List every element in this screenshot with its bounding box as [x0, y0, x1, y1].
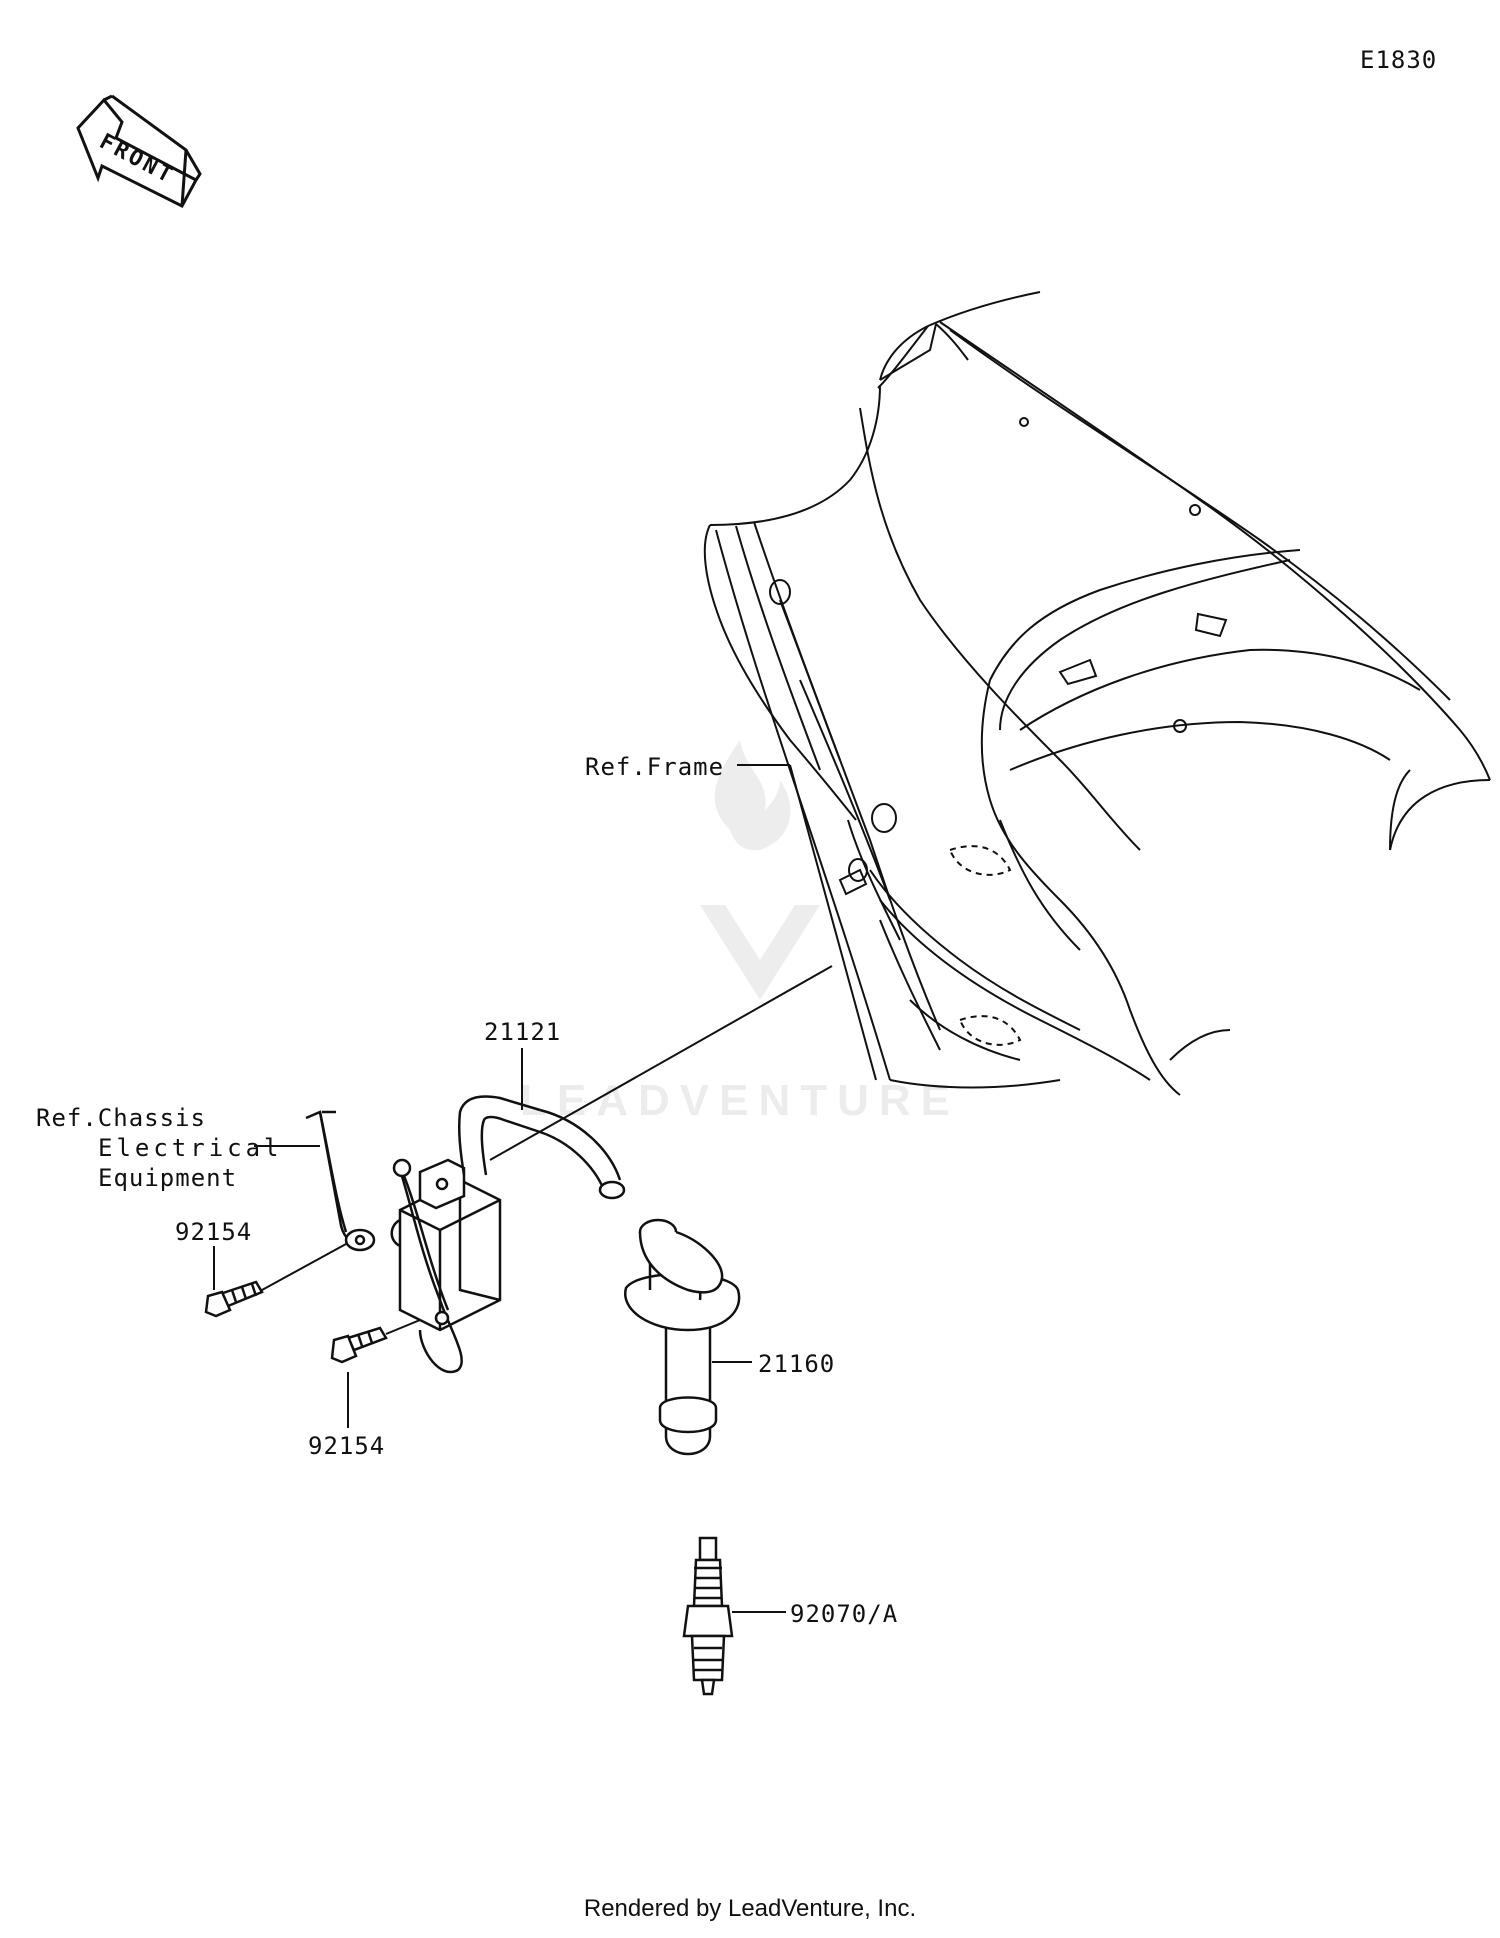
- ignition-coil-drawing: [390, 1095, 626, 1374]
- label-ref-frame: Ref.Frame: [585, 753, 724, 781]
- front-arrow-icon: FRONT: [76, 94, 202, 208]
- label-part-92070: 92070/A: [790, 1600, 898, 1628]
- label-ref-chassis-3: Equipment: [98, 1164, 237, 1192]
- watermark-text: LEADVENTURE: [520, 1076, 960, 1125]
- label-ref-chassis-2: Electrical: [98, 1134, 283, 1162]
- watermark: LEADVENTURE: [520, 740, 960, 1125]
- spark-plug-drawing: [682, 1536, 734, 1696]
- label-part-21160: 21160: [758, 1350, 835, 1378]
- label-part-92154-lower: 92154: [308, 1432, 385, 1460]
- frame-drawing: [703, 291, 1491, 1096]
- label-part-21121: 21121: [484, 1018, 561, 1046]
- label-part-92154-upper: 92154: [175, 1218, 252, 1246]
- footer-credit: Rendered by LeadVenture, Inc.: [583, 1895, 917, 1922]
- diagram-code: E1830: [1360, 46, 1437, 74]
- bolt-upper-drawing: [204, 1280, 264, 1318]
- bolt-lower-drawing: [330, 1326, 388, 1364]
- leader-lines: [213, 764, 877, 1613]
- chassis-harness-drawing: [305, 1110, 376, 1252]
- plug-cap-drawing: [624, 1218, 741, 1456]
- label-ref-chassis-1: Ref.Chassis: [36, 1104, 206, 1132]
